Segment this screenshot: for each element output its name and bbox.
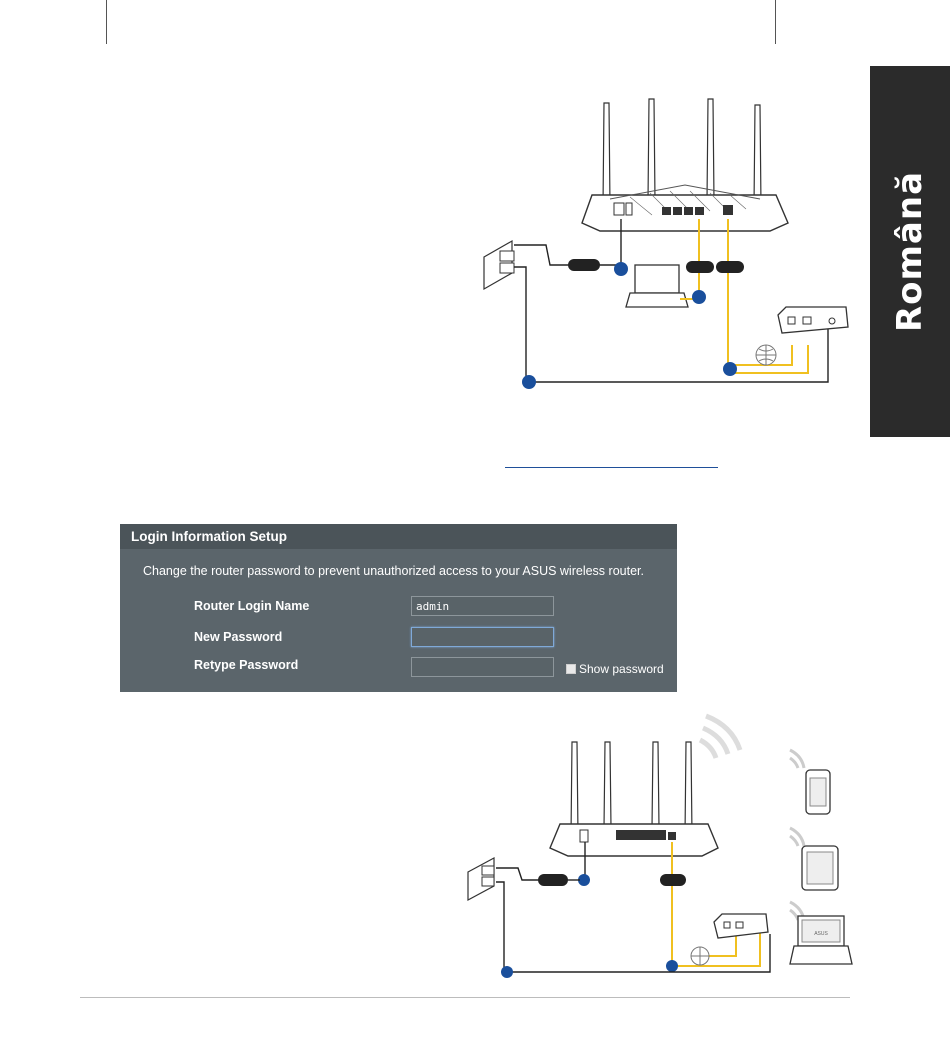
router-login-name-input[interactable]	[411, 596, 554, 616]
login-information-setup-panel: Login Information Setup Change the route…	[120, 524, 677, 692]
new-password-input[interactable]	[411, 627, 554, 647]
footer-rule	[80, 997, 850, 998]
retype-password-input[interactable]	[411, 657, 554, 677]
retype-password-label: Retype Password	[194, 658, 298, 672]
crop-mark	[775, 0, 776, 44]
globe-icon	[691, 947, 709, 965]
crop-mark	[106, 0, 107, 44]
smartphone-icon	[806, 770, 830, 814]
wifi-signal-icon	[700, 716, 740, 758]
router-login-name-label: Router Login Name	[194, 599, 309, 613]
globe-icon	[756, 345, 776, 365]
laptop-icon	[626, 265, 688, 307]
show-password-checkbox[interactable]	[566, 664, 576, 674]
language-tab-label: Română	[870, 66, 950, 437]
language-tab: Română	[870, 66, 950, 437]
wired-connection-diagram	[470, 95, 860, 395]
router-antennas	[603, 99, 761, 207]
link-underline	[505, 467, 718, 468]
new-password-label: New Password	[194, 630, 282, 644]
panel-description: Change the router password to prevent un…	[143, 564, 644, 578]
wireless-connection-diagram: ASUS	[460, 708, 860, 988]
show-password-toggle[interactable]: Show password	[566, 660, 664, 678]
show-password-label: Show password	[579, 662, 664, 676]
panel-title: Login Information Setup	[120, 524, 677, 549]
laptop-icon	[790, 916, 852, 964]
wall-outlet-icon	[484, 241, 514, 289]
wall-outlet-icon	[468, 858, 494, 900]
modem-icon	[778, 307, 848, 333]
tablet-icon	[802, 846, 838, 890]
asus-label: ASUS	[814, 931, 828, 937]
